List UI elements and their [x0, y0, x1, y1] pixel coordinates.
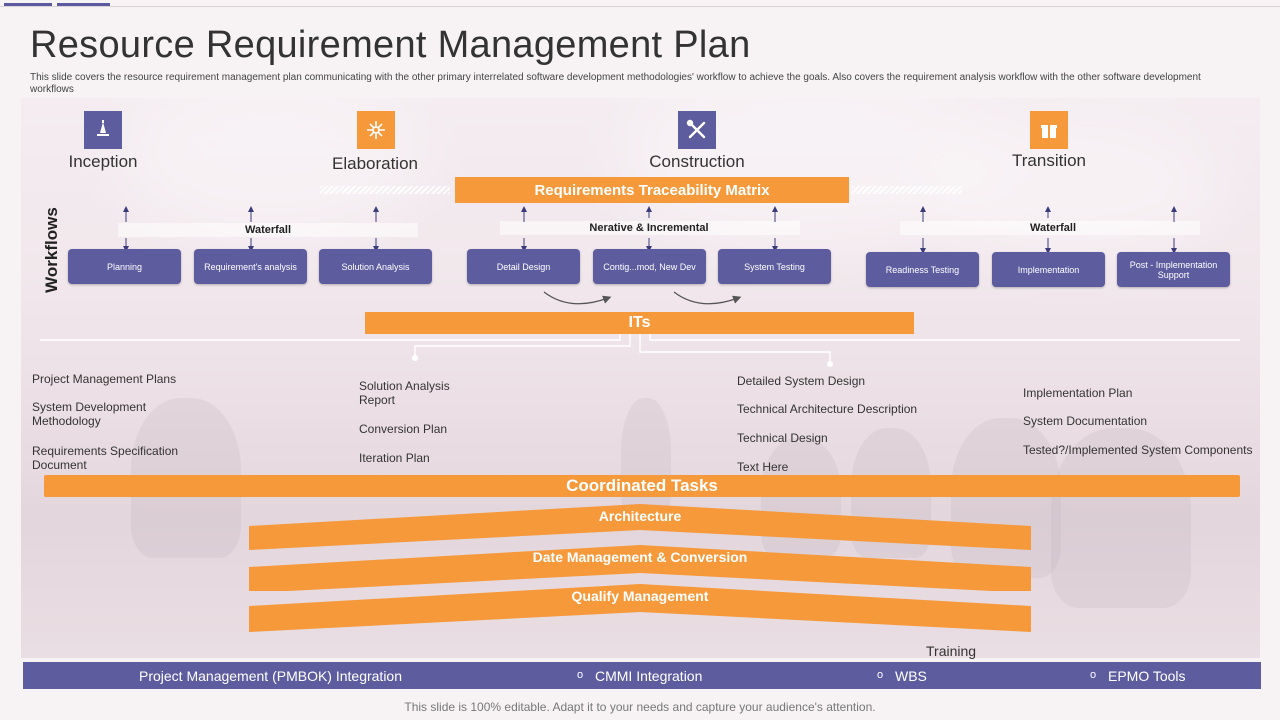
phase-label-elaboration: Elaboration [331, 154, 419, 173]
its-connectors [40, 334, 1240, 367]
artifact-item: Requirements Specification Document [32, 444, 179, 472]
integration-bar: Project Management (PMBOK) Integration o… [23, 662, 1261, 689]
bullet-icon: o [877, 669, 884, 681]
iteration-arrows [543, 291, 742, 305]
bullet-icon: o [1090, 669, 1097, 681]
phase-icon-construction [678, 111, 716, 149]
artifact-item: Solution Analysis Report [359, 379, 450, 407]
hatch-decoration [852, 186, 962, 194]
artifact-item: Detailed System Design [737, 374, 866, 388]
slide-subtitle: This slide covers the resource requireme… [30, 72, 1201, 95]
hatch-decoration [320, 186, 450, 194]
task-label: Qualify Management [571, 588, 709, 604]
task-label: Architecture [598, 508, 682, 524]
artifact-item: Tested?/Implemented System Components [1023, 443, 1253, 457]
training-label: Training [926, 643, 977, 659]
artifact-item: Text Here [737, 460, 789, 474]
accent-segment [57, 3, 110, 6]
artifact-item: System Documentation [1023, 414, 1148, 428]
workflow-strip [118, 223, 418, 237]
coordinated-tasks-bar: Coordinated Tasks [44, 475, 1240, 497]
workflow-strip [500, 221, 800, 235]
workflow-box-label: Readiness Testing [885, 264, 960, 275]
phase-label-transition: Transition [1011, 151, 1087, 170]
workflow-group-label: Waterfall [244, 224, 292, 236]
workflow-group-label: Waterfall [1029, 222, 1077, 234]
task-label: Date Management & Conversion [532, 549, 748, 565]
workflow-box-label: Requirement's analysis [204, 261, 297, 272]
workflow-box-post-implementation-support: Post - Implementation Support [1117, 252, 1230, 287]
workflow-box-readiness-testing: Readiness Testing [866, 252, 979, 287]
gift-icon [1041, 125, 1057, 138]
artifact-item: Technical Design [737, 431, 828, 445]
top-accent [0, 0, 1280, 6]
integration-item: CMMI Integration [595, 668, 703, 684]
workflow-group-label: Nerative & Incremental [589, 222, 709, 234]
accent-segment [4, 3, 52, 6]
artifact-item: Iteration Plan [359, 451, 430, 465]
workflow-box-detail-design: Detail Design [467, 249, 580, 284]
artifact-item: Conversion Plan [359, 422, 448, 436]
integration-item: Project Management (PMBOK) Integration [139, 668, 403, 684]
workflow-box-label: Solution Analysis [341, 261, 410, 272]
integration-item: EPMO Tools [1108, 668, 1186, 684]
workflow-box-label: Detail Design [496, 261, 551, 272]
phase-label-construction: Construction [649, 152, 745, 171]
artifact-item: System Development Methodology [32, 400, 147, 428]
bullet-icon: o [577, 669, 584, 681]
phase-icon-elaboration [357, 111, 395, 149]
lamp-icon [97, 120, 109, 136]
workflow-box-label: System Testing [744, 261, 805, 272]
slide-title: Resource Requirement Management Plan [30, 24, 751, 66]
phase-label-inception: Inception [68, 152, 138, 171]
workflow-box-implementation: Implementation [992, 252, 1105, 287]
workflow-strip [900, 221, 1200, 235]
phase-icon-transition [1030, 111, 1068, 149]
its-bar: ITs [365, 312, 914, 334]
sparkle-icon [367, 121, 385, 139]
slide-footer: This slide is 100% editable. Adapt it to… [404, 700, 876, 714]
band-shape [249, 584, 1031, 632]
workflow-box-planning: Planning [68, 249, 181, 284]
phase-icon-inception [84, 111, 122, 149]
workflow-box-label: Post - Implementation Support [1129, 259, 1218, 280]
workflow-arrows [123, 206, 1177, 252]
workflow-box-system-testing: System Testing [718, 249, 831, 284]
artifact-item: Implementation Plan [1023, 386, 1133, 400]
workflow-box-requirements-analysis: Requirement's analysis [194, 249, 307, 284]
integration-item: WBS [895, 668, 927, 684]
workflow-box-solution-analysis: Solution Analysis [319, 249, 432, 284]
artifact-item: Technical Architecture Description [737, 402, 918, 416]
workflow-box-label: Contig...mod, New Dev [603, 261, 696, 272]
task-band-qualify-management: Qualify Management [249, 584, 1031, 632]
workflow-box-label: Implementation [1017, 264, 1080, 275]
requirements-traceability-matrix-bar: Requirements Traceability Matrix [455, 177, 849, 203]
workflow-box-label: Planning [106, 261, 143, 272]
workflow-box-contig-mod: Contig...mod, New Dev [593, 249, 706, 284]
task-band-data-management: Date Management & Conversion [249, 545, 1031, 591]
top-divider [0, 6, 1280, 7]
artifact-item: Project Management Plans [32, 372, 177, 386]
band-shape [249, 545, 1031, 591]
task-band-architecture: Architecture [249, 504, 1031, 550]
tools-icon [686, 119, 706, 139]
band-shape [249, 504, 1031, 550]
